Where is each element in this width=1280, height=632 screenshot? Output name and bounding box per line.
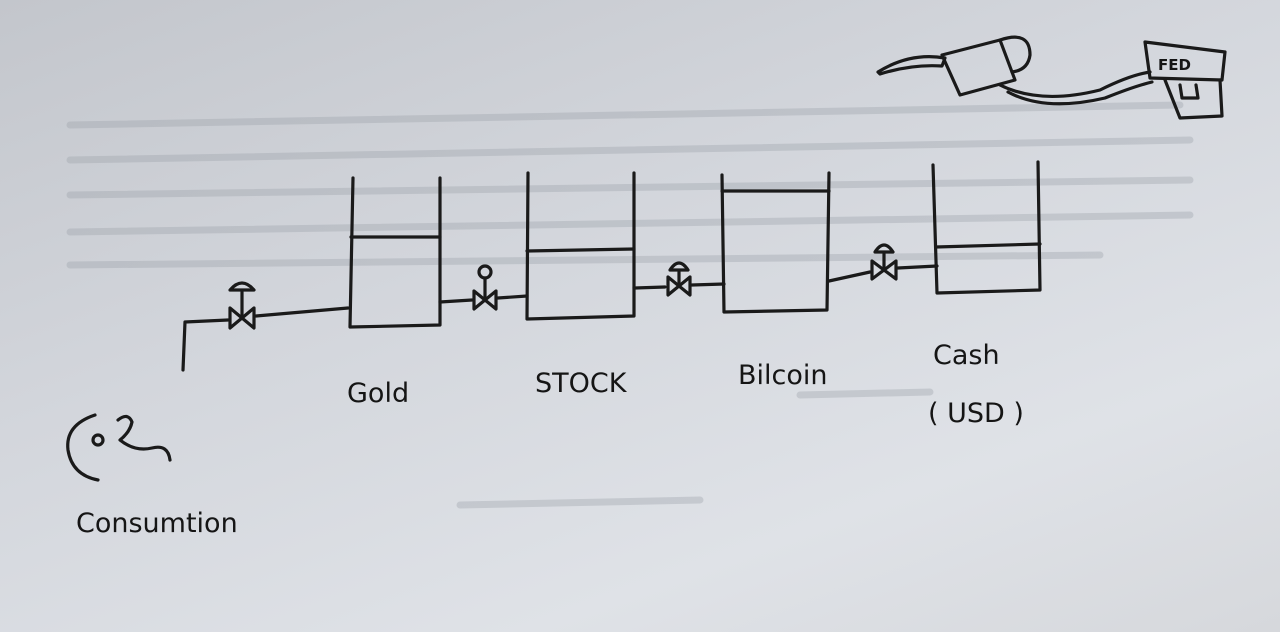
valve-icon [228,281,256,330]
bleed-through-text [66,101,1194,509]
tank-label-cash: Cash [933,340,1000,371]
tank-label-gold: Gold [347,378,409,409]
connector-pipes [438,264,939,304]
tank-gold [348,176,442,329]
tank-stock [525,171,636,321]
fed-printer-hose-icon [876,35,1227,120]
tank-label-stock: STOCK [535,368,628,399]
consumption-face-icon [66,413,172,482]
consumption-label: Consumtion [76,508,238,539]
tank-label-bitcoin: Bilcoin [738,360,828,391]
fed-label: FED [1158,56,1191,74]
tank-sublabel-usd: ( USD ) [928,398,1024,429]
tank-cash [931,160,1042,295]
tank-bitcoin [720,171,831,314]
valve-icon [472,264,498,311]
valve-icon [870,243,898,281]
inlet-pipe [181,306,350,372]
valve-icon [666,261,692,297]
